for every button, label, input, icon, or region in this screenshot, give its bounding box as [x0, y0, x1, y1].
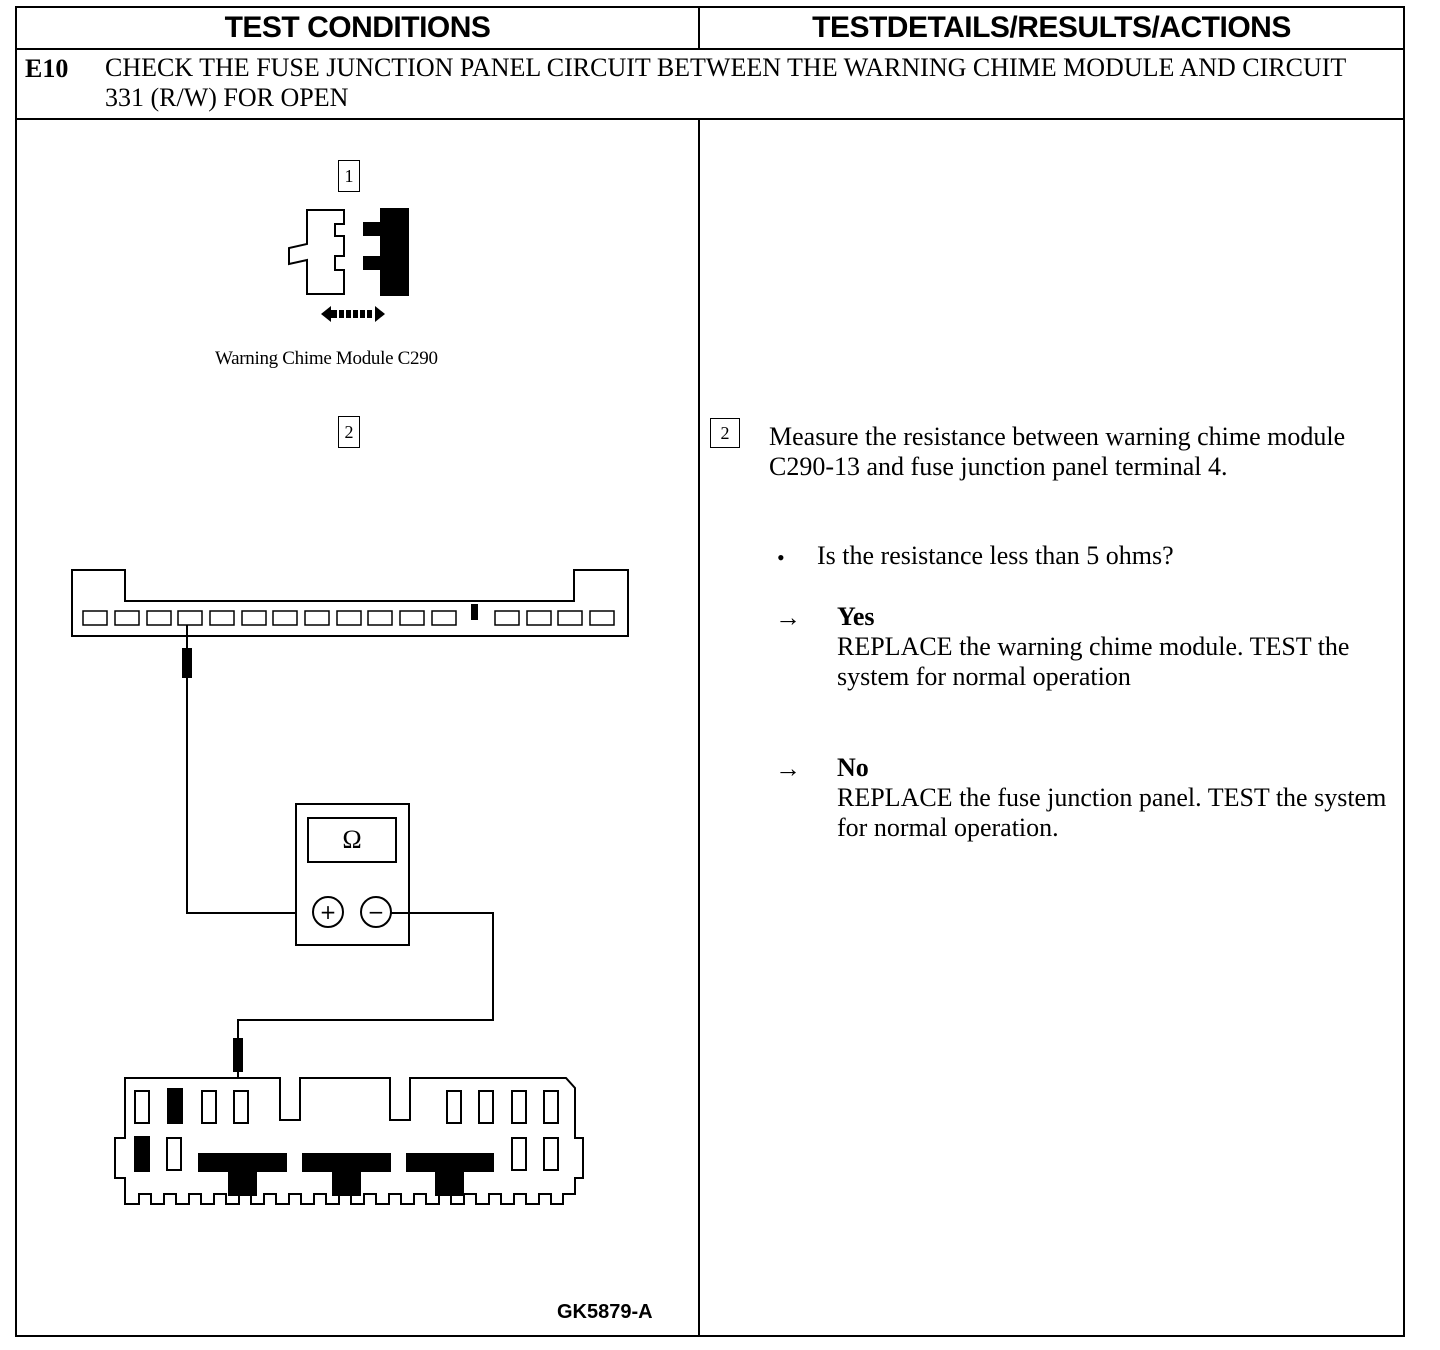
- step-code: E10: [25, 54, 69, 83]
- fuse-panel-strip-connector: [71, 569, 629, 637]
- marker-1: 1: [338, 160, 360, 192]
- plus-terminal-icon: +: [319, 900, 337, 924]
- test-conditions-diagram: [71, 208, 629, 1205]
- question-text: Is the resistance less than 5 ohms?: [817, 541, 1174, 570]
- positive-test-lead: [182, 625, 314, 914]
- c290-caption: Warning Chime Module C290: [215, 348, 438, 369]
- minus-terminal-icon: −: [367, 900, 385, 924]
- title-rule: [17, 118, 1403, 120]
- c290-connector-face: [114, 1077, 584, 1205]
- marker-2-left: 2: [338, 416, 360, 448]
- yes-action: REPLACE the warning chime module. TEST t…: [837, 632, 1350, 691]
- header-test-details: TESTDETAILS/RESULTS/ACTIONS: [812, 11, 1291, 44]
- no-arrow-icon: →: [775, 754, 801, 783]
- ohmmeter: [295, 803, 410, 946]
- connector-c290-icon: [288, 208, 409, 322]
- yes-arrow-icon: →: [775, 603, 801, 632]
- ohm-symbol: Ω: [342, 825, 362, 854]
- no-label: No: [837, 753, 869, 782]
- header-test-conditions: TEST CONDITIONS: [224, 11, 491, 44]
- bullet-icon: •: [777, 545, 785, 570]
- header-rule: [17, 48, 1403, 50]
- column-divider: [698, 120, 700, 1337]
- figure-id: GK5879-A: [557, 1301, 653, 1323]
- step-title: CHECK THE FUSE JUNCTION PANEL CIRCUIT BE…: [105, 53, 1346, 112]
- no-action: REPLACE the fuse junction panel. TEST th…: [837, 783, 1387, 842]
- header-divider: [698, 8, 700, 48]
- test-procedure-sheet: TEST CONDITIONS TESTDETAILS/RESULTS/ACTI…: [15, 6, 1405, 1337]
- yes-label: Yes: [837, 602, 875, 631]
- marker-2-right: 2: [710, 418, 740, 448]
- instruction-text: Measure the resistance between warning c…: [769, 422, 1346, 481]
